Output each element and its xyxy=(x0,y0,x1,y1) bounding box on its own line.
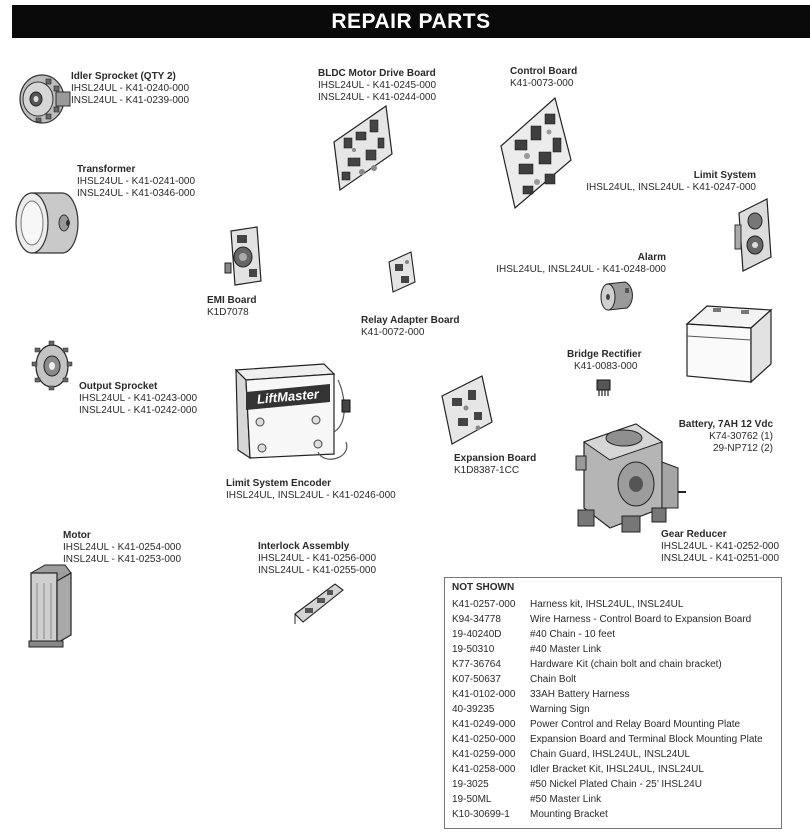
part-description: #40 Chain - 10 feet xyxy=(530,629,616,640)
alarm-image xyxy=(600,281,633,311)
part-code: 19-50310 xyxy=(452,644,495,655)
part-description: Idler Bracket Kit, IHSL24UL, INSL24UL xyxy=(530,764,704,775)
part-code: K41-0257-000 xyxy=(452,599,516,610)
part-description: Wire Harness - Control Board to Expansio… xyxy=(530,614,752,625)
part-description: #40 Master Link xyxy=(530,644,602,655)
part-description: Warning Sign xyxy=(530,704,590,715)
limit-system-label: Limit System IHSL24UL, INSL24UL - K41-02… xyxy=(586,170,756,193)
output-sprocket-image xyxy=(31,340,73,391)
part-description: Chain Bolt xyxy=(530,674,577,685)
table-row: K41-0257-000 Harness kit, IHSL24UL, INSL2… xyxy=(452,597,763,612)
part-code: 19-40240D xyxy=(452,629,502,640)
table-row: 19-50310 #40 Master Link xyxy=(452,642,763,657)
table-row: K41-0250-000 Expansion Board and Terminal… xyxy=(452,732,763,747)
limit-system-image xyxy=(734,198,772,272)
bldc-board-label: BLDC Motor Drive Board IHSL24UL - K41-02… xyxy=(318,68,437,103)
limit-encoder-image: LiftMaster xyxy=(234,363,351,460)
transformer-image xyxy=(15,192,79,254)
motor-image xyxy=(28,564,72,648)
control-board-label: Control Board K41-0073-000 xyxy=(510,66,578,89)
part-code: K41-0258-000 xyxy=(452,764,516,775)
not-shown-title: NOT SHOWN xyxy=(452,582,515,593)
table-row: K41-0259-000 Chain Guard, IHSL24UL, INSL2… xyxy=(452,747,763,762)
table-row: K41-0102-000 33AH Battery Harness xyxy=(452,687,763,702)
part-description: Expansion Board and Terminal Block Mount… xyxy=(530,734,763,745)
liftmaster-logo: LiftMaster xyxy=(256,386,320,406)
relay-adapter-board-image xyxy=(388,251,416,293)
bldc-board-image xyxy=(333,104,393,192)
interlock-assembly-label: Interlock Assembly IHSL24UL - K41-0256-0… xyxy=(258,541,377,576)
part-description: Mounting Bracket xyxy=(530,809,608,820)
bridge-rectifier-image xyxy=(596,379,611,396)
table-row: 19-3025 #50 Nickel Plated Chain - 25’ IHS… xyxy=(452,777,763,792)
table-row: K41-0258-000 Idler Bracket Kit, IHSL24UL,… xyxy=(452,762,763,777)
part-description: #50 Nickel Plated Chain - 25’ IHSL24U xyxy=(530,779,702,790)
battery-image xyxy=(685,305,773,384)
table-row: K77-36764 Hardware Kit (chain bolt and ch… xyxy=(452,657,763,672)
not-shown-rows: K41-0257-000 Harness kit, IHSL24UL, INSL2… xyxy=(452,597,763,822)
battery-label: Battery, 7AH 12 Vdc K74-30762 (1) 29-NP7… xyxy=(678,419,773,454)
emi-board-image xyxy=(224,226,262,286)
page-title: REPAIR PARTS xyxy=(331,9,491,33)
table-row: 40-39235 Warning Sign xyxy=(452,702,763,717)
part-description: Harness kit, IHSL24UL, INSL24UL xyxy=(530,599,684,610)
part-code: K41-0250-000 xyxy=(452,734,516,745)
part-code: 19-3025 xyxy=(452,779,489,790)
expansion-board-image xyxy=(441,375,493,445)
emi-board-label: EMI Board K1D7078 xyxy=(207,295,257,318)
table-row: K94-34778 Wire Harness - Control Board to… xyxy=(452,612,763,627)
expansion-board-label: Expansion Board K1D8387-1CC xyxy=(454,453,537,476)
bridge-rectifier-label: Bridge Rectifier K41-0083-000 xyxy=(567,349,642,372)
table-row: K41-0249-000 Power Control and Relay Boar… xyxy=(452,717,763,732)
transformer-label: Transformer IHSL24UL - K41-0241-000 INSL… xyxy=(77,164,196,199)
gear-reducer-image xyxy=(575,423,686,533)
part-code: K41-0249-000 xyxy=(452,719,516,730)
part-description: Chain Guard, IHSL24UL, INSL24UL xyxy=(530,749,691,760)
part-code: K94-34778 xyxy=(452,614,501,625)
gear-reducer-label: Gear Reducer IHSL24UL - K41-0252-000 INS… xyxy=(661,529,780,564)
limit-encoder-label: Limit System Encoder IHSL24UL, INSL24UL … xyxy=(226,478,396,501)
part-code: K10-30699-1 xyxy=(452,809,510,820)
part-code: 40-39235 xyxy=(452,704,495,715)
output-sprocket-label: Output Sprocket IHSL24UL - K41-0243-000 … xyxy=(79,381,198,416)
table-row: K10-30699-1 Mounting Bracket xyxy=(452,807,763,822)
table-row: 19-40240D #40 Chain - 10 feet xyxy=(452,627,763,642)
part-description: Hardware Kit (chain bolt and chain brack… xyxy=(530,659,722,670)
part-code: K77-36764 xyxy=(452,659,501,670)
part-code: K41-0102-000 xyxy=(452,689,516,700)
not-shown-table: NOT SHOWN K41-0257-000 Harness kit, IHSL2… xyxy=(444,577,782,829)
idler-sprocket-image xyxy=(19,74,71,124)
table-row: K07-50637 Chain Bolt xyxy=(452,672,763,687)
part-code: K07-50637 xyxy=(452,674,501,685)
motor-label: Motor IHSL24UL - K41-0254-000 INSL24UL -… xyxy=(63,530,182,565)
part-description: #50 Master Link xyxy=(530,794,602,805)
title-banner: REPAIR PARTS xyxy=(12,5,810,38)
interlock-assembly-image xyxy=(294,583,344,624)
relay-adapter-board-label: Relay Adapter Board K41-0072-000 xyxy=(361,315,460,338)
part-description: Power Control and Relay Board Mounting P… xyxy=(530,719,741,730)
part-code: 19-50ML xyxy=(452,794,492,805)
part-code: K41-0259-000 xyxy=(452,749,516,760)
alarm-label: Alarm IHSL24UL, INSL24UL - K41-0248-000 xyxy=(496,252,666,275)
table-row: 19-50ML #50 Master Link xyxy=(452,792,763,807)
part-description: 33AH Battery Harness xyxy=(530,689,630,700)
idler-sprocket-label: Idler Sprocket (QTY 2) IHSL24UL - K41-02… xyxy=(71,71,190,106)
control-board-image xyxy=(500,96,572,210)
